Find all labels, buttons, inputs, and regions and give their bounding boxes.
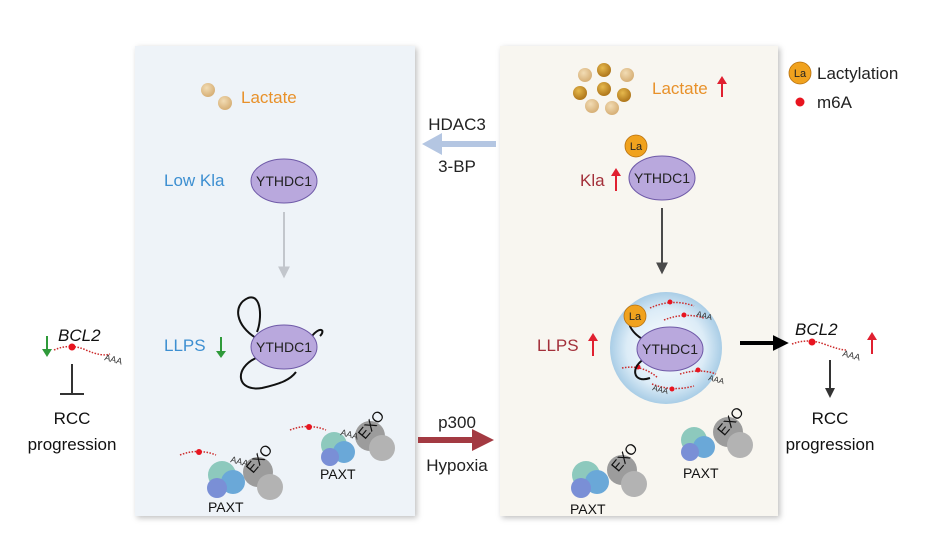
idr-loop	[239, 357, 297, 390]
right-bcl2-label: BCL2	[795, 320, 838, 339]
m6a-dot-icon	[795, 97, 805, 107]
rna-strand-icon	[179, 449, 217, 456]
droplet-polya-2: AAA	[707, 373, 725, 386]
paxt-complex-icon	[321, 432, 355, 466]
ythdc1-protein-icon: YTHDC1	[250, 324, 318, 370]
up-arrow-icon	[717, 76, 727, 97]
left-protein-label-top: YTHDC1	[256, 173, 312, 189]
left-bcl2-label: BCL2	[58, 326, 101, 345]
right-paxt-label: PAXT	[570, 501, 606, 517]
right-protein-label-bottom: YTHDC1	[642, 341, 698, 357]
right-protein-label-top: YTHDC1	[634, 170, 690, 186]
lactate-icon	[573, 63, 634, 115]
left-polya-label: AAA	[229, 454, 249, 468]
paxt-complex-icon	[207, 461, 245, 498]
right-kla-label: Kla	[580, 171, 605, 190]
hdac3-label: HDAC3	[428, 115, 486, 134]
down-arrow-icon	[42, 336, 52, 357]
exosome-icon	[243, 457, 283, 500]
up-arrow-icon	[867, 332, 877, 354]
left-paxt-label: PAXT	[208, 499, 244, 515]
inhibit-bar	[60, 364, 84, 395]
idr-loop	[311, 329, 324, 337]
right-rcc-label: RCC	[812, 409, 849, 428]
legend-m6a: m6A	[817, 93, 853, 112]
hypoxia-label: Hypoxia	[426, 456, 488, 475]
left-polya-label-2: AAA	[339, 427, 359, 441]
exosome-icon	[607, 455, 647, 497]
right-llps-label: LLPS	[537, 336, 579, 355]
bp3-label: 3-BP	[438, 157, 476, 176]
exosome-icon	[355, 421, 395, 461]
ythdc1-protein-icon: YTHDC1	[636, 326, 704, 372]
right-paxt-label-2: PAXT	[683, 465, 719, 481]
down-arrow-icon	[216, 337, 226, 358]
legend-badge-text: La	[794, 68, 807, 80]
left-rcc-label: RCC	[54, 409, 91, 428]
exosome-icon	[713, 417, 753, 458]
right-progression-label: progression	[786, 435, 875, 454]
idr-loop	[237, 296, 262, 339]
droplet-polya-1: AAA	[695, 309, 713, 322]
la-badge-icon: La	[623, 304, 647, 328]
left-bcl2-polya: AAA	[103, 352, 123, 366]
up-arrow-icon	[611, 168, 621, 191]
paxt-complex-icon	[681, 427, 715, 461]
rna-strand-icon	[791, 338, 847, 351]
la-badge-icon: La	[624, 134, 648, 158]
p300-label: p300	[438, 413, 476, 432]
la-badge-icon: La	[788, 61, 812, 85]
left-paxt-label-2: PAXT	[320, 466, 356, 482]
rna-strand-icon	[53, 343, 111, 356]
activate-arrow	[418, 429, 494, 451]
inhibit-arrow	[422, 133, 496, 155]
rna-strand-icon	[289, 424, 327, 431]
right-lactate-label: Lactate	[652, 79, 708, 98]
right-badge-text-bottom: La	[629, 311, 642, 323]
rna-strand-icon	[621, 299, 717, 392]
ythdc1-protein-icon: YTHDC1	[628, 155, 696, 201]
droplet-polya-3: AAA	[651, 383, 669, 396]
lactate-icon	[201, 83, 232, 110]
up-arrow-icon	[588, 333, 598, 356]
left-progression-label: progression	[28, 435, 117, 454]
right-badge-text-top: La	[630, 141, 643, 153]
left-lactate-label: Lactate	[241, 88, 297, 107]
left-kla-label: Low Kla	[164, 171, 225, 190]
left-llps-label: LLPS	[164, 336, 206, 355]
paxt-complex-icon	[571, 461, 609, 498]
ythdc1-protein-icon: YTHDC1	[250, 158, 318, 204]
left-protein-label-bottom: YTHDC1	[256, 339, 312, 355]
right-bcl2-polya: AAA	[841, 348, 861, 362]
legend-lactylation: Lactylation	[817, 64, 898, 83]
